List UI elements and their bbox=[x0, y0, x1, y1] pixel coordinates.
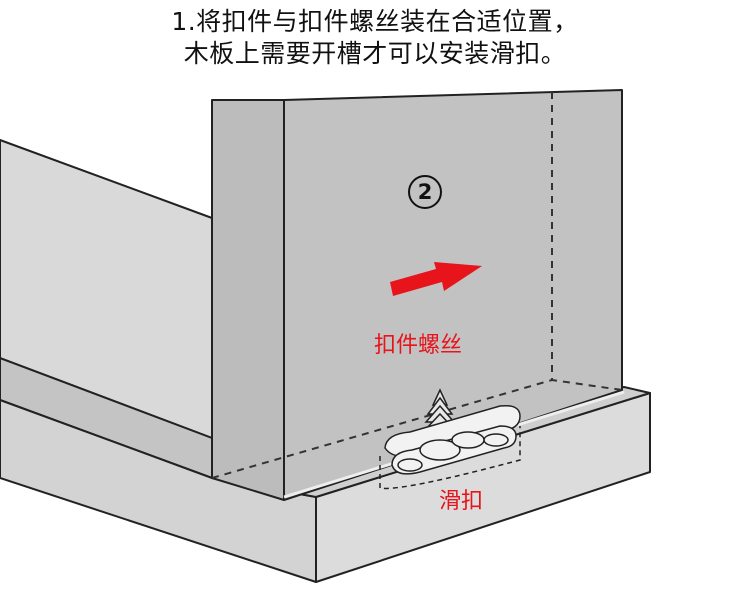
step-number-badge: 2 bbox=[408, 175, 442, 209]
caption-line-1: 1.将扣件与扣件螺丝装在合适位置， bbox=[171, 7, 579, 36]
arrow-right-icon bbox=[390, 262, 482, 296]
slide-clip-label: 滑扣 bbox=[439, 489, 484, 514]
slide-clip-icon bbox=[379, 404, 521, 490]
screw-label: 扣件螺丝 bbox=[374, 333, 463, 358]
hidden-edges bbox=[211, 92, 623, 479]
panel-box bbox=[211, 89, 623, 501]
caption-line-2: 木板上需要开槽才可以安装滑扣。 bbox=[183, 39, 567, 68]
